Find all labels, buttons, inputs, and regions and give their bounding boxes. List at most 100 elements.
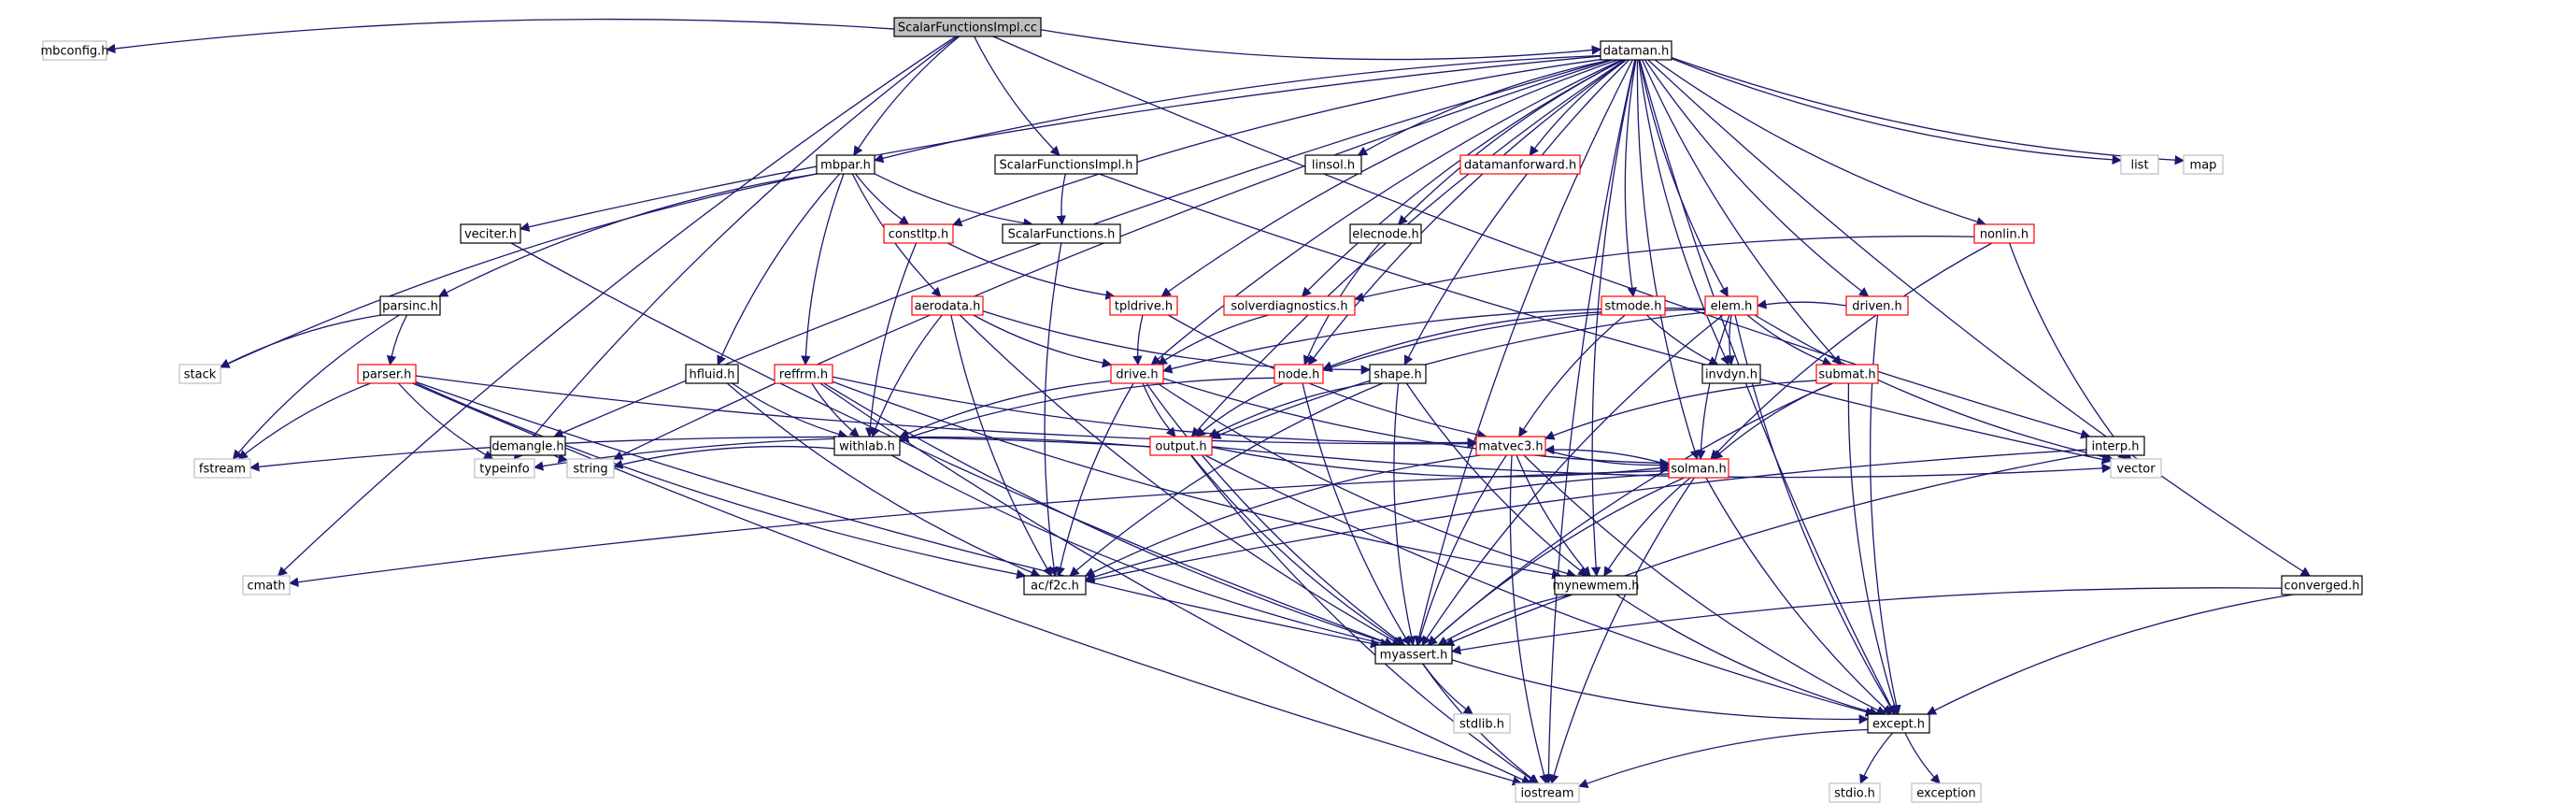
node-aerodata_h[interactable]: aerodata.h — [911, 295, 984, 316]
node-constltp_h[interactable]: constltp.h — [883, 223, 954, 244]
node-label-iostream: iostream — [1520, 787, 1573, 801]
node-label-solverdiagnostics_h: solverdiagnostics.h — [1231, 300, 1347, 314]
node-stmode_h[interactable]: stmode.h — [1601, 295, 1666, 316]
edge-output_h-to-iostream — [1190, 454, 1539, 784]
node-tpldrive_h[interactable]: tpldrive.h — [1109, 295, 1178, 316]
edge-solverdiagnostics_h-to-drive_h — [1157, 314, 1269, 366]
node-list[interactable]: list — [2120, 154, 2159, 175]
node-output_h[interactable]: output.h — [1149, 436, 1213, 456]
edge-constltp_h-to-withlab_h — [864, 242, 918, 438]
node-ScalarFunctionsImpl_h[interactable]: ScalarFunctionsImpl.h — [994, 154, 1138, 175]
node-box-ScalarFunctionsImpl_h — [994, 154, 1138, 175]
node-driven_h[interactable]: driven.h — [1845, 295, 1909, 316]
node-submat_h[interactable]: submat.h — [1815, 364, 1879, 384]
node-solman_h[interactable]: solman.h — [1668, 458, 1729, 479]
node-dataman_h[interactable]: dataman.h — [1600, 40, 1672, 61]
node-typeinfo[interactable]: typeinfo — [474, 458, 535, 479]
node-string[interactable]: string — [566, 458, 615, 479]
node-interp_h[interactable]: interp.h — [2085, 436, 2145, 456]
node-label-except_h: except.h — [1872, 718, 1925, 732]
node-matvec3_h[interactable]: matvec3.h — [1475, 436, 1546, 456]
node-veciter_h[interactable]: veciter.h — [460, 223, 521, 244]
node-label-demangle_h: demangle.h — [491, 440, 563, 454]
node-box-map — [2183, 154, 2224, 175]
node-box-nonlin_h — [1973, 223, 2035, 244]
node-box-mbconfig_h — [42, 40, 107, 61]
node-box-converged_h — [2281, 575, 2363, 595]
edge-ScalarFunctionsImpl_cc-to-mbconfig_h — [105, 18, 895, 54]
node-box-stdlib_h — [1453, 713, 1511, 734]
node-map[interactable]: map — [2183, 154, 2224, 175]
edge-veciter_h-to-myassert_h — [510, 242, 1395, 647]
node-box-datamanforward_h — [1459, 154, 1581, 175]
node-box-except_h — [1867, 713, 1930, 734]
node-stdlib_h[interactable]: stdlib.h — [1453, 713, 1511, 734]
node-elem_h[interactable]: elem.h — [1704, 295, 1758, 316]
node-box-dataman_h — [1600, 40, 1672, 61]
node-label-mbpar_h: mbpar.h — [820, 159, 871, 173]
node-exception[interactable]: exception — [1911, 782, 1982, 803]
edge-withlab_h-to-myassert_h — [890, 454, 1390, 648]
node-solverdiagnostics_h[interactable]: solverdiagnostics.h — [1223, 295, 1356, 316]
node-mynewmem_h[interactable]: mynewmem.h — [1553, 575, 1640, 595]
node-label-vector: vector — [2116, 463, 2156, 477]
edge-elem_h-to-submat_h — [1746, 314, 1832, 366]
edges-layer — [105, 18, 2312, 788]
node-hfluid_h[interactable]: hfluid.h — [685, 364, 739, 384]
edge-solman_h-to-except_h — [1705, 477, 1892, 715]
node-vector[interactable]: vector — [2110, 458, 2162, 479]
node-mbpar_h[interactable]: mbpar.h — [816, 154, 875, 175]
node-label-hfluid_h: hfluid.h — [690, 368, 735, 382]
node-label-ScalarFunctions_h: ScalarFunctions.h — [1008, 228, 1116, 242]
edge-mbpar_h-to-constltp_h — [855, 173, 910, 225]
node-drive_h[interactable]: drive.h — [1110, 364, 1164, 384]
node-mbconfig_h[interactable]: mbconfig.h — [40, 40, 109, 61]
node-withlab_h[interactable]: withlab.h — [833, 436, 901, 456]
node-converged_h[interactable]: converged.h — [2281, 575, 2363, 595]
node-box-stack — [178, 364, 221, 384]
edge-dataman_h-to-solman_h — [1636, 59, 1700, 460]
node-myassert_h[interactable]: myassert.h — [1374, 644, 1453, 665]
edge-mbpar_h-to-hfluid_h — [717, 173, 841, 366]
node-label-driven_h: driven.h — [1852, 300, 1902, 314]
node-ScalarFunctions_h[interactable]: ScalarFunctions.h — [1002, 223, 1121, 244]
node-except_h[interactable]: except.h — [1867, 713, 1930, 734]
node-elecnode_h[interactable]: elecnode.h — [1349, 223, 1422, 244]
node-linsol_h[interactable]: linsol.h — [1304, 154, 1362, 175]
edge-reffrm_h-to-mynewmem_h — [832, 380, 1562, 580]
node-label-cmath: cmath — [247, 580, 285, 594]
edge-matvec3_h-to-solman_h — [1544, 449, 1671, 470]
node-label-string: string — [573, 463, 607, 477]
node-stdio_h[interactable]: stdio.h — [1829, 782, 1881, 803]
edge-elem_h-to-invdyn_h — [1725, 314, 1735, 366]
node-ac_f2c_h[interactable]: ac/f2c.h — [1023, 575, 1087, 595]
edge-dataman_h-to-list — [1671, 57, 2123, 165]
node-shape_h[interactable]: shape.h — [1369, 364, 1427, 384]
node-invdyn_h[interactable]: invdyn.h — [1701, 364, 1761, 384]
node-parsinc_h[interactable]: parsinc.h — [379, 295, 441, 316]
edge-ScalarFunctionsImpl_h-to-ScalarFunctions_h — [1056, 173, 1067, 226]
node-datamanforward_h[interactable]: datamanforward.h — [1459, 154, 1581, 175]
edge-aerodata_h-to-withlab_h — [871, 314, 943, 437]
edge-aerodata_h-to-ac_f2c_h — [950, 314, 1052, 577]
edge-nonlin_h-to-vector — [2009, 242, 2132, 460]
node-reffrm_h[interactable]: reffrm.h — [774, 364, 833, 384]
node-cmath[interactable]: cmath — [242, 575, 291, 595]
node-parser_h[interactable]: parser.h — [357, 364, 417, 384]
node-box-parser_h — [357, 364, 417, 384]
node-stack[interactable]: stack — [178, 364, 221, 384]
node-box-myassert_h — [1374, 644, 1453, 665]
node-demangle_h[interactable]: demangle.h — [490, 436, 566, 456]
node-iostream[interactable]: iostream — [1515, 782, 1580, 803]
edge-elem_h-to-myassert_h — [1421, 314, 1724, 646]
node-node_h[interactable]: node.h — [1274, 364, 1324, 384]
edge-node_h-to-myassert_h — [1302, 382, 1411, 646]
node-box-fstream — [193, 458, 251, 479]
node-nonlin_h[interactable]: nonlin.h — [1973, 223, 2035, 244]
node-ScalarFunctionsImpl_cc[interactable]: ScalarFunctionsImpl.cc — [893, 17, 1042, 37]
edge-dataman_h-to-tpldrive_h — [1160, 59, 1618, 297]
node-fstream[interactable]: fstream — [193, 458, 251, 479]
node-box-ScalarFunctions_h — [1002, 223, 1121, 244]
node-label-ScalarFunctionsImpl_h: ScalarFunctionsImpl.h — [999, 159, 1132, 173]
